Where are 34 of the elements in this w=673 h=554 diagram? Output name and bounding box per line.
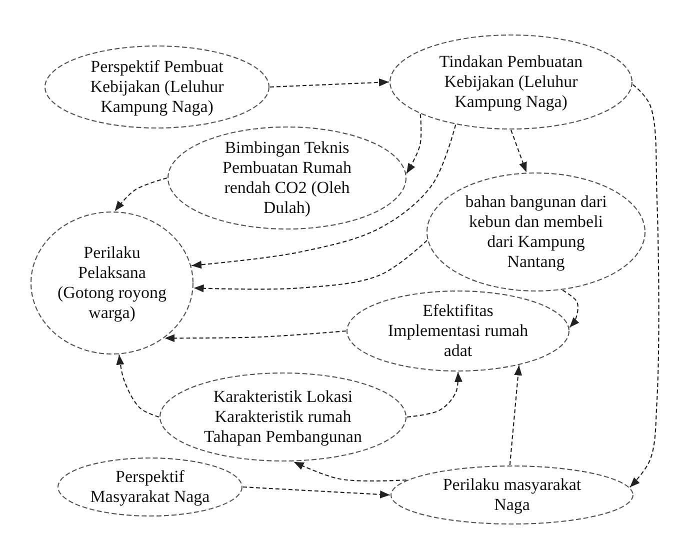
node-text: bahan bangunan dari kebun dan membeli dari Kampung Nantang xyxy=(464,192,608,272)
ellipse-node xyxy=(346,290,570,372)
node-text: Efektifitas Implementasi rumah adat xyxy=(386,301,530,361)
dashed-arrow xyxy=(629,84,660,488)
ellipse-node xyxy=(426,172,646,292)
node-text: Bimbingan Teknis Pembuatan Rumah rendah CO2 (Oleh Dulah) xyxy=(222,138,352,218)
dashed-arrow xyxy=(294,461,406,482)
dashed-arrow xyxy=(270,78,390,88)
dashed-arrow xyxy=(192,124,456,269)
dashed-arrow xyxy=(406,114,422,174)
dashed-arrow xyxy=(562,290,580,328)
node-text: Perilaku Pelaksana (Gotong royong warga) xyxy=(56,243,168,323)
dashed-arrow xyxy=(114,177,168,212)
dashed-arrow xyxy=(194,240,428,292)
ellipse-node xyxy=(44,45,270,129)
ellipse-node xyxy=(30,211,194,355)
ellipse-node xyxy=(167,126,407,230)
ellipse-node xyxy=(159,372,407,462)
ellipse-node xyxy=(390,465,634,525)
dashed-arrow xyxy=(242,486,390,498)
dashed-arrow xyxy=(164,330,346,342)
node-text: Tahapan Pembangunan xyxy=(203,427,363,447)
dashed-arrow xyxy=(406,372,462,418)
node-text: Perspektif Pembuat Kebijakan (Leluhur Kampung Naga) xyxy=(89,57,225,117)
dashed-arrow xyxy=(509,365,522,466)
node-text: Perspektif Masyarakat Naga xyxy=(89,467,211,507)
node-text: Perilaku masyarakat Naga xyxy=(442,475,582,515)
dashed-arrow xyxy=(116,354,160,418)
dashed-arrow xyxy=(510,130,527,172)
ellipse-node xyxy=(389,34,633,130)
node-text: Karakteristik Lokasi xyxy=(212,387,354,407)
ellipse-node xyxy=(57,457,243,517)
node-text: Karakteristik rumah xyxy=(214,407,352,427)
node-text: Tindakan Pembuatan Kebijakan (Leluhur Kampung Naga) xyxy=(438,52,584,112)
